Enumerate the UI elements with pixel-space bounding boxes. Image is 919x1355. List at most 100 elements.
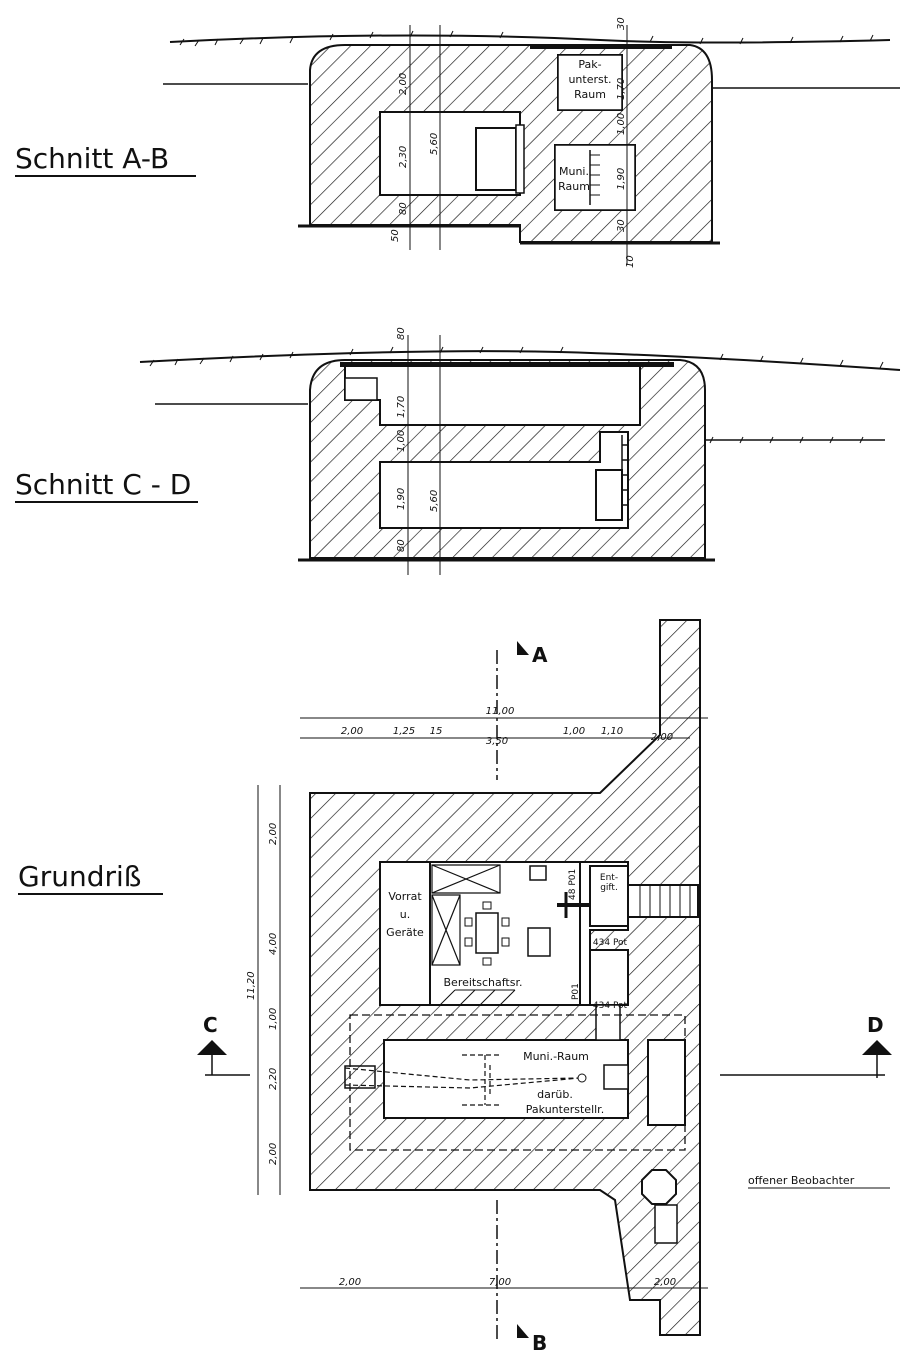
shelf-ticks-ab xyxy=(590,154,600,196)
entgift-label-2: gift. xyxy=(600,883,618,893)
earth-ticks-cd-right xyxy=(709,436,864,444)
bunk-vertical xyxy=(431,894,461,966)
dim-ab-10: 10 xyxy=(625,255,636,268)
observer-octagon xyxy=(641,1169,677,1205)
dim-bottom-c: 2,00 xyxy=(654,1277,676,1288)
section-arrow-b xyxy=(497,1324,529,1338)
dim-ab-4: 80 xyxy=(398,202,409,215)
dim-ab-8: 1,90 xyxy=(616,168,627,190)
dim-left-overall: 11,20 xyxy=(246,971,257,1000)
ground-ticks-ab xyxy=(179,30,874,47)
door-label-1: 48 P01 xyxy=(568,869,578,900)
dim-ab-3: 5,60 xyxy=(429,133,440,155)
section-cd: 80 1,70 1,00 1,90 5,60 80 Schnitt C - D xyxy=(15,327,901,575)
bunk-ab xyxy=(475,127,517,191)
ground-line-ab xyxy=(169,34,891,44)
ground-line-cd xyxy=(139,350,901,371)
steps-plan xyxy=(439,989,516,1006)
table xyxy=(475,912,499,954)
cabinet xyxy=(529,865,547,881)
dim-cd-4: 1,90 xyxy=(396,488,407,510)
pak-room-label-2: unterst. xyxy=(568,73,611,86)
title-section-cd: Schnitt C - D xyxy=(15,468,191,501)
observer-label: offener Beobachter xyxy=(748,1174,855,1187)
entgift-room xyxy=(589,865,629,927)
ladder-cd xyxy=(621,435,628,520)
dim-top-c: 15 xyxy=(430,726,443,737)
dim-left-b: 4,00 xyxy=(268,933,279,955)
pak-gun-outline xyxy=(344,1054,581,1106)
door-label-2: P01 xyxy=(571,983,581,1000)
chair-3 xyxy=(501,917,510,927)
dim-top-e: 1,00 xyxy=(563,726,585,737)
dim-left-a: 2,00 xyxy=(268,823,279,845)
section-a-label: A xyxy=(532,643,548,667)
section-arrow-c xyxy=(197,1040,227,1055)
dim-cd-1: 80 xyxy=(396,327,407,340)
pot-label-2: 434 Pot xyxy=(593,1001,628,1011)
chair-1 xyxy=(464,917,473,927)
pak-room-label-1: Pak- xyxy=(578,58,601,71)
dim-bottom-b: 7,00 xyxy=(489,1277,511,1288)
dim-top-b: 1,25 xyxy=(393,726,415,737)
dashed-overhead xyxy=(349,1014,686,1151)
roof-slab-ab xyxy=(530,44,672,49)
ground-ticks-cd xyxy=(149,346,884,369)
muni-room-label-1: Muni. xyxy=(559,165,589,178)
dim-ab-1: 2,00 xyxy=(398,73,409,95)
section-arrow-d xyxy=(862,1040,892,1055)
dim-top-a: 2,00 xyxy=(341,726,363,737)
chair-4 xyxy=(501,937,510,947)
vorrat-label-1: Vorrat xyxy=(388,890,422,903)
embrasure-plan xyxy=(344,1065,376,1089)
dim-cd-6: 80 xyxy=(396,539,407,552)
vorrat-label-3: Geräte xyxy=(386,926,424,939)
dim-ab-7: 1,00 xyxy=(616,113,627,135)
section-c-label: C xyxy=(203,1013,218,1037)
passage-plan xyxy=(595,1004,621,1041)
entrance-stairs xyxy=(627,884,699,918)
section-d-label: D xyxy=(867,1013,884,1037)
dim-left-e: 2,00 xyxy=(268,1143,279,1165)
dim-top-g: 2,00 xyxy=(651,732,673,743)
vorrat-label-2: u. xyxy=(400,908,410,921)
chair-5 xyxy=(482,901,492,910)
dim-bottom-a: 2,00 xyxy=(339,1277,361,1288)
bunk-crossed xyxy=(431,864,501,894)
muni-room-plan-label: Muni.-Raum xyxy=(523,1050,589,1063)
vorrat-room xyxy=(379,861,431,1006)
pak-plan-label: Pakunterstellr. xyxy=(526,1103,604,1116)
dim-ab-6: 1,70 xyxy=(616,78,627,100)
pot-label-1: 434 Pot xyxy=(593,938,628,948)
gun-pivot xyxy=(577,1073,587,1083)
dim-top-d: 3,50 xyxy=(486,736,508,747)
stove xyxy=(527,927,551,957)
ladder-ab xyxy=(515,124,525,194)
pak-room-ab xyxy=(557,54,623,111)
section-ab: Pak- unterst. Raum Muni. Raum 2,00 2,30 … xyxy=(15,17,900,268)
dim-top-overall: 11,00 xyxy=(486,706,515,717)
stair-steps xyxy=(639,885,691,917)
section-arrow-a xyxy=(497,641,529,655)
observer-passage xyxy=(654,1204,678,1244)
airlock-room xyxy=(589,949,629,1006)
dim-ab-5: 50 xyxy=(390,229,401,242)
darueb-label: darüb. xyxy=(537,1088,573,1101)
dim-ab-9: 30 xyxy=(616,219,627,232)
muni-niche xyxy=(603,1064,629,1090)
dim-ab-2: 2,30 xyxy=(398,146,409,168)
title-section-ab: Schnitt A-B xyxy=(15,142,169,175)
muni-room-ab xyxy=(554,144,636,211)
chair-2 xyxy=(464,937,473,947)
bereitschaft-label: Bereitschaftsr. xyxy=(444,976,523,989)
title-plan: Grundriß xyxy=(18,860,141,893)
roof-slab-cd xyxy=(340,362,674,367)
dim-cd-5: 5,60 xyxy=(429,490,440,512)
dim-top-f: 1,10 xyxy=(601,726,623,737)
bunk-cd xyxy=(595,469,623,521)
dim-ab-11: 30 xyxy=(616,17,627,30)
plan-view: Vorrat u. Geräte Bereitschaftsr. Muni.-R… xyxy=(18,619,892,1355)
concrete-body-plan xyxy=(309,619,701,1336)
embrasure-cd xyxy=(344,377,378,401)
